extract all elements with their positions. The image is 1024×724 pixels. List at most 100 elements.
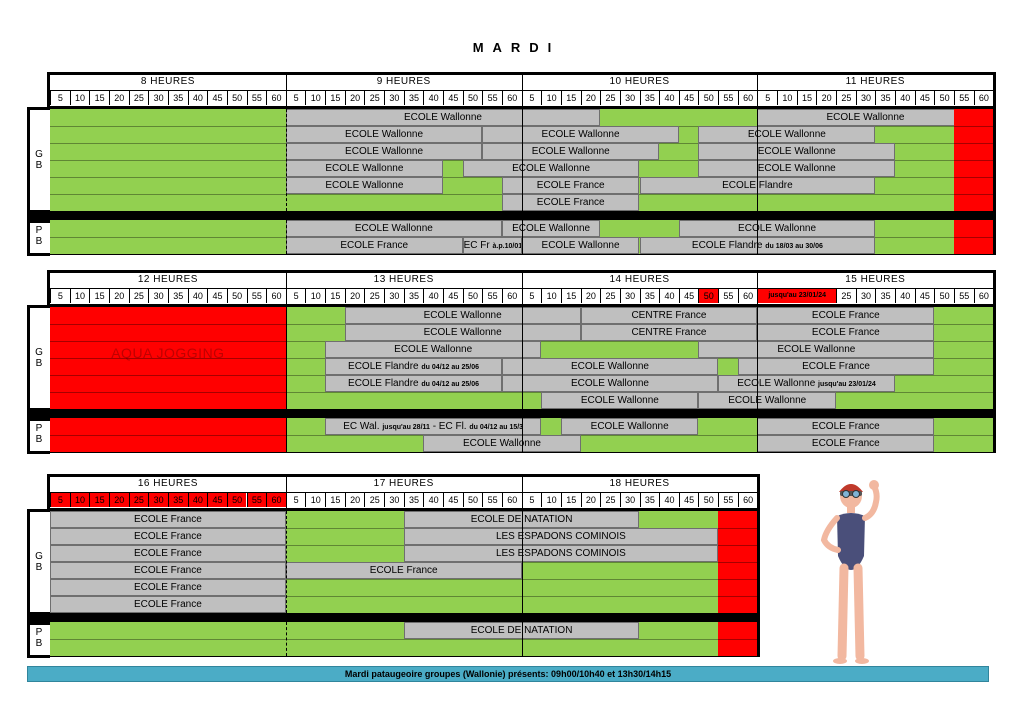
booking-slot: ECOLE Wallonne (541, 392, 699, 409)
slot-label: ECOLE Wallonne (777, 344, 856, 355)
pb-side (27, 418, 50, 454)
minute-cell: 50 (462, 91, 483, 105)
minute-cell: 50 (698, 289, 719, 303)
slot-note: jusqu'au 23/01/24 (818, 381, 876, 388)
minute-cell: 15 (325, 289, 345, 303)
minute-cell: 20 (816, 91, 836, 105)
booking-slot: ECOLE Wallonne (462, 160, 640, 177)
booking-slot: ECOLE France (50, 511, 286, 528)
minute-cell: 15 (560, 493, 581, 507)
hour-label: 14 HEURES (609, 274, 670, 285)
slot-note: du 04/12 au 15/3 (469, 424, 524, 431)
minute-cell: 60 (266, 91, 286, 105)
minute-cell: 40 (187, 493, 208, 507)
minute-cell: 15 (796, 91, 817, 105)
minute-cell: 25 (600, 289, 620, 303)
minute-cell: 25 (600, 493, 620, 507)
slot-label: ECOLE France (133, 531, 202, 542)
booking-slot: ECOLE France (50, 579, 286, 596)
slot-label: CENTRE France (631, 310, 707, 321)
minute-cell: 30 (384, 289, 404, 303)
slot-label: ECOLE Wallonne (571, 378, 649, 389)
minute-cell: 10 (541, 493, 561, 507)
booking-slot: ECOLE France (757, 307, 935, 324)
booking-slot: ECOLE France (501, 177, 640, 194)
minute-cell: 40 (894, 289, 915, 303)
minute-cell: 50 (698, 91, 718, 105)
minute-cell: 30 (619, 493, 640, 507)
minute-cell: 45 (443, 289, 463, 303)
booking-slot: ECOLE Wallonne (521, 237, 640, 254)
slot-label: ECOLE Wallonne (531, 146, 610, 157)
minute-cell: 25 (364, 493, 384, 507)
minute-cell: 30 (619, 91, 640, 105)
minute-cell: 20 (344, 289, 365, 303)
minute-cell: 15 (325, 493, 345, 507)
minute-cell: 10 (541, 289, 561, 303)
minute-cell: 45 (207, 493, 227, 507)
booking-slot: ECOLE France (501, 194, 640, 211)
booking-slot: ECOLE Wallonne (423, 435, 581, 452)
minute-cell: 20 (344, 91, 365, 105)
booking-slot: ECOLE Wallonne (698, 392, 836, 409)
minute-cell: 5 (521, 91, 542, 105)
slot-label: ECOLE Wallonne (826, 112, 905, 123)
slot-label: ECOLE France (811, 421, 880, 432)
booking-slot: ECOLE Wallonne (325, 341, 542, 358)
minute-cell: 55 (246, 91, 267, 105)
hour-separator (285, 273, 287, 304)
slot-label: EC Wal. (343, 421, 380, 432)
section-divider-bar (27, 211, 994, 220)
hour-gridline (285, 622, 287, 656)
hour-separator (757, 75, 759, 106)
slot-label: ECOLE Flandre (348, 378, 419, 389)
section-divider-bar (27, 409, 994, 418)
minute-cell: 5 (50, 91, 70, 105)
minute-cell: 40 (187, 91, 208, 105)
minute-cell: 20 (580, 289, 601, 303)
slot-label: ECOLE France (340, 240, 409, 251)
booking-slot: EC Fr à.p.10/01 (462, 237, 522, 254)
slot-label: ECOLE Wallonne (541, 240, 620, 251)
minute-cell: 35 (639, 493, 660, 507)
hour-separator (285, 477, 287, 508)
hour-separator (521, 75, 523, 106)
minute-cell: 20 (344, 493, 365, 507)
hour-gridline (521, 418, 523, 452)
minute-cell: 30 (148, 91, 168, 105)
slot-label: ECOLE Wallonne (737, 378, 816, 389)
slot-label: ECOLE France (811, 438, 880, 449)
minute-cell: 5 (285, 91, 306, 105)
booking-slot: ECOLE Wallonne (698, 160, 895, 177)
minute-cell: 30 (855, 289, 876, 303)
minute-cell: 25 (836, 289, 856, 303)
minute-cell: 50 (934, 289, 954, 303)
minute-cell: 40 (423, 289, 443, 303)
closed-slot (718, 511, 758, 613)
booking-slot: LES ESPADONS COMINOIS (403, 528, 719, 545)
minute-cell: 40 (894, 91, 915, 105)
hour-separator (757, 273, 759, 304)
minute-cell: 15 (560, 289, 581, 303)
booking-slot: ECOLE Wallonne (698, 341, 935, 358)
bottom-line (50, 656, 761, 657)
booking-slot: ECOLE Wallonne jusqu'au 23/01/24 (718, 375, 895, 392)
minute-cell: 55 (246, 289, 267, 303)
minute-cell: 35 (167, 493, 188, 507)
slot-label: ECOLE Wallonne (747, 129, 826, 140)
slot-note: à.p.10/01 (492, 243, 522, 250)
minute-cell: 60 (737, 493, 758, 507)
booking-slot: CENTRE France (580, 307, 758, 324)
slot-label: ECOLE France (133, 582, 202, 593)
booking-slot (953, 109, 994, 126)
minute-cell: 35 (875, 289, 895, 303)
slot-label: ECOLE Wallonne (571, 361, 649, 372)
slot-label: ECOLE Wallonne (403, 112, 482, 123)
hour-gridline (521, 109, 523, 211)
minute-cell: 50 (226, 91, 247, 105)
booking-slot: ECOLE Wallonne (482, 143, 660, 160)
minute-cell: 10 (305, 289, 325, 303)
